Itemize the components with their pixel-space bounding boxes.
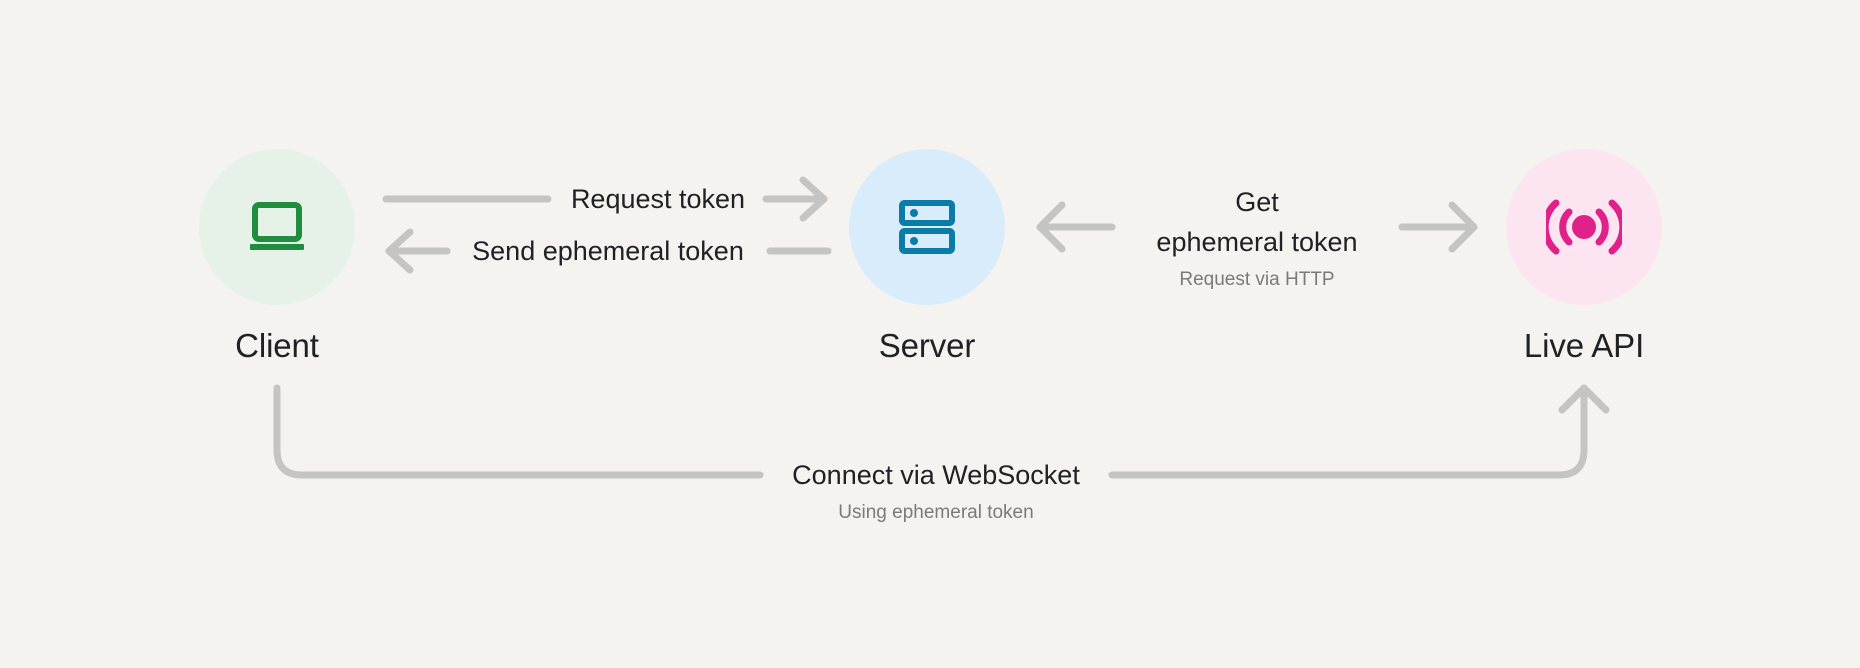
arrowhead-websocket <box>1558 384 1610 414</box>
server-icon <box>899 200 955 254</box>
node-live-api[interactable]: Live API <box>1506 149 1662 365</box>
node-label-live-api: Live API <box>1523 327 1645 364</box>
arrowhead-send-ephemeral-token <box>385 228 414 274</box>
arrowhead-get-ephemeral-token-left <box>1036 201 1066 253</box>
laptop-icon <box>250 202 304 250</box>
node-server[interactable]: Server <box>849 149 1005 365</box>
flow-label-connect-websocket: Connect via WebSocket Using ephemeral to… <box>762 455 1110 527</box>
node-client[interactable]: Client <box>199 149 355 365</box>
flow-label-get-ephemeral-token-line2: ephemeral token <box>1156 227 1358 257</box>
connector-websocket-right-segment <box>1108 384 1588 479</box>
live-api-circle <box>1506 149 1662 305</box>
flow-sublabel-request-via-http: Request via HTTP <box>1179 269 1335 290</box>
connector-websocket-left-segment <box>273 384 764 479</box>
flow-label-get-ephemeral-token-line1: Get <box>1235 187 1279 217</box>
flow-label-get-ephemeral-token: Get ephemeral token Request via HTTP <box>1117 182 1397 294</box>
flow-sublabel-using-ephemeral-token: Using ephemeral token <box>838 502 1034 523</box>
server-circle <box>849 149 1005 305</box>
node-label-client: Client <box>235 327 319 364</box>
node-label-server: Server <box>878 327 976 364</box>
flow-label-send-ephemeral-token: Send ephemeral token <box>472 236 744 266</box>
client-circle <box>199 149 355 305</box>
broadcast-signal-icon <box>1546 199 1622 255</box>
flow-label-connect-websocket-main: Connect via WebSocket <box>792 460 1080 490</box>
arrowhead-get-ephemeral-token-right <box>1448 201 1478 253</box>
arrowhead-request-token <box>799 176 828 222</box>
flow-label-request-token: Request token <box>570 184 746 214</box>
